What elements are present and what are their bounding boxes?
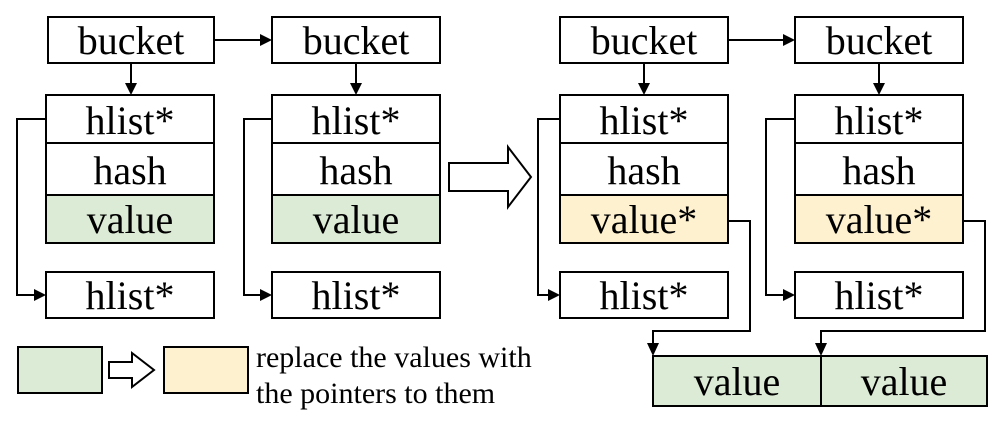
right-node-1-next-hlist-label: hlist* [600, 273, 689, 318]
left-bucket-2 [271, 16, 441, 64]
right-node-1-hlist-label: hlist* [600, 98, 689, 143]
left-bucket-2-down-arrowhead [350, 83, 362, 95]
left-node-1-hlist-pointer-arrowhead [34, 289, 46, 301]
right-node-2-value-link [820, 220, 986, 344]
right-node-2-next-hlist [794, 271, 964, 319]
right-node-1-value-pointer-label: value* [591, 197, 698, 242]
right-node-1-hash [559, 142, 729, 196]
right-node-1-hlist-pointer [537, 118, 560, 296]
value-array-cell-2-label: value [861, 359, 948, 404]
right-node-2-value-pointer [794, 194, 964, 244]
right-node-1-hlist [559, 94, 729, 144]
right-node-2-next-hlist-label: hlist* [835, 273, 924, 318]
left-bucket-1-down-arrowhead [125, 83, 137, 95]
right-node-2-hash [794, 142, 964, 196]
right-bucket-2 [794, 16, 964, 64]
left-node-1-hlist-label: hlist* [86, 98, 175, 143]
right-node-1-value-link-arrowhead [647, 343, 659, 356]
left-node-1-hlist-pointer [16, 118, 46, 296]
left-bucket-2-label: bucket [303, 18, 410, 63]
transform-arrow-icon [448, 144, 533, 210]
right-node-1-hash-label: hash [607, 148, 680, 193]
left-node-2-next-hlist-label: hlist* [312, 273, 401, 318]
legend-caption-line-2: the pointers to them [256, 377, 495, 410]
right-bucket-2-down-arrowhead [873, 83, 885, 95]
right-bucket-link-arrowhead [783, 34, 795, 46]
right-node-2-value-link-arrowhead [815, 343, 827, 356]
left-node-2-hlist-pointer [243, 118, 272, 296]
left-node-1-value-label: value [87, 197, 174, 242]
right-node-2-value-pointer-label: value* [826, 197, 933, 242]
legend-arrow-icon [108, 350, 156, 390]
left-node-1-hash-label: hash [93, 148, 166, 193]
left-node-2-hash [271, 142, 441, 196]
left-node-2-value-label: value [313, 197, 400, 242]
right-bucket-1-label: bucket [591, 18, 698, 63]
legend-green-swatch [17, 346, 103, 394]
value-array-cell-2 [820, 355, 988, 407]
right-bucket-2-label: bucket [826, 18, 933, 63]
right-node-1-next-hlist [559, 271, 729, 319]
right-node-2-hash-label: hash [842, 148, 915, 193]
right-node-2-hlist-label: hlist* [835, 98, 924, 143]
left-node-1-next-hlist-label: hlist* [86, 273, 175, 318]
left-bucket-1-label: bucket [78, 18, 185, 63]
legend-caption-line-1: replace the values with [256, 341, 532, 374]
left-node-1-value [45, 194, 215, 244]
right-node-1-hlist-pointer-arrowhead [548, 289, 560, 301]
right-node-2-hlist-pointer-arrowhead [783, 289, 795, 301]
left-node-2-hlist-pointer-arrowhead [260, 289, 272, 301]
right-node-2-hlist [794, 94, 964, 144]
left-node-2-hash-label: hash [319, 148, 392, 193]
right-node-2-hlist-pointer [765, 118, 795, 296]
right-node-1-value-pointer [559, 194, 729, 244]
left-node-1-next-hlist [45, 271, 215, 319]
left-node-2-hlist-label: hlist* [312, 98, 401, 143]
legend-yellow-swatch [163, 346, 249, 394]
left-node-2-hlist [271, 94, 441, 144]
right-bucket-1-down-arrowhead [638, 83, 650, 95]
value-array-cell-1-label: value [694, 359, 781, 404]
right-node-1-value-link [652, 220, 751, 344]
left-bucket-1 [47, 16, 215, 64]
left-bucket-link-arrowhead [260, 34, 272, 46]
left-node-1-hlist [45, 94, 215, 144]
left-node-2-value [271, 194, 441, 244]
